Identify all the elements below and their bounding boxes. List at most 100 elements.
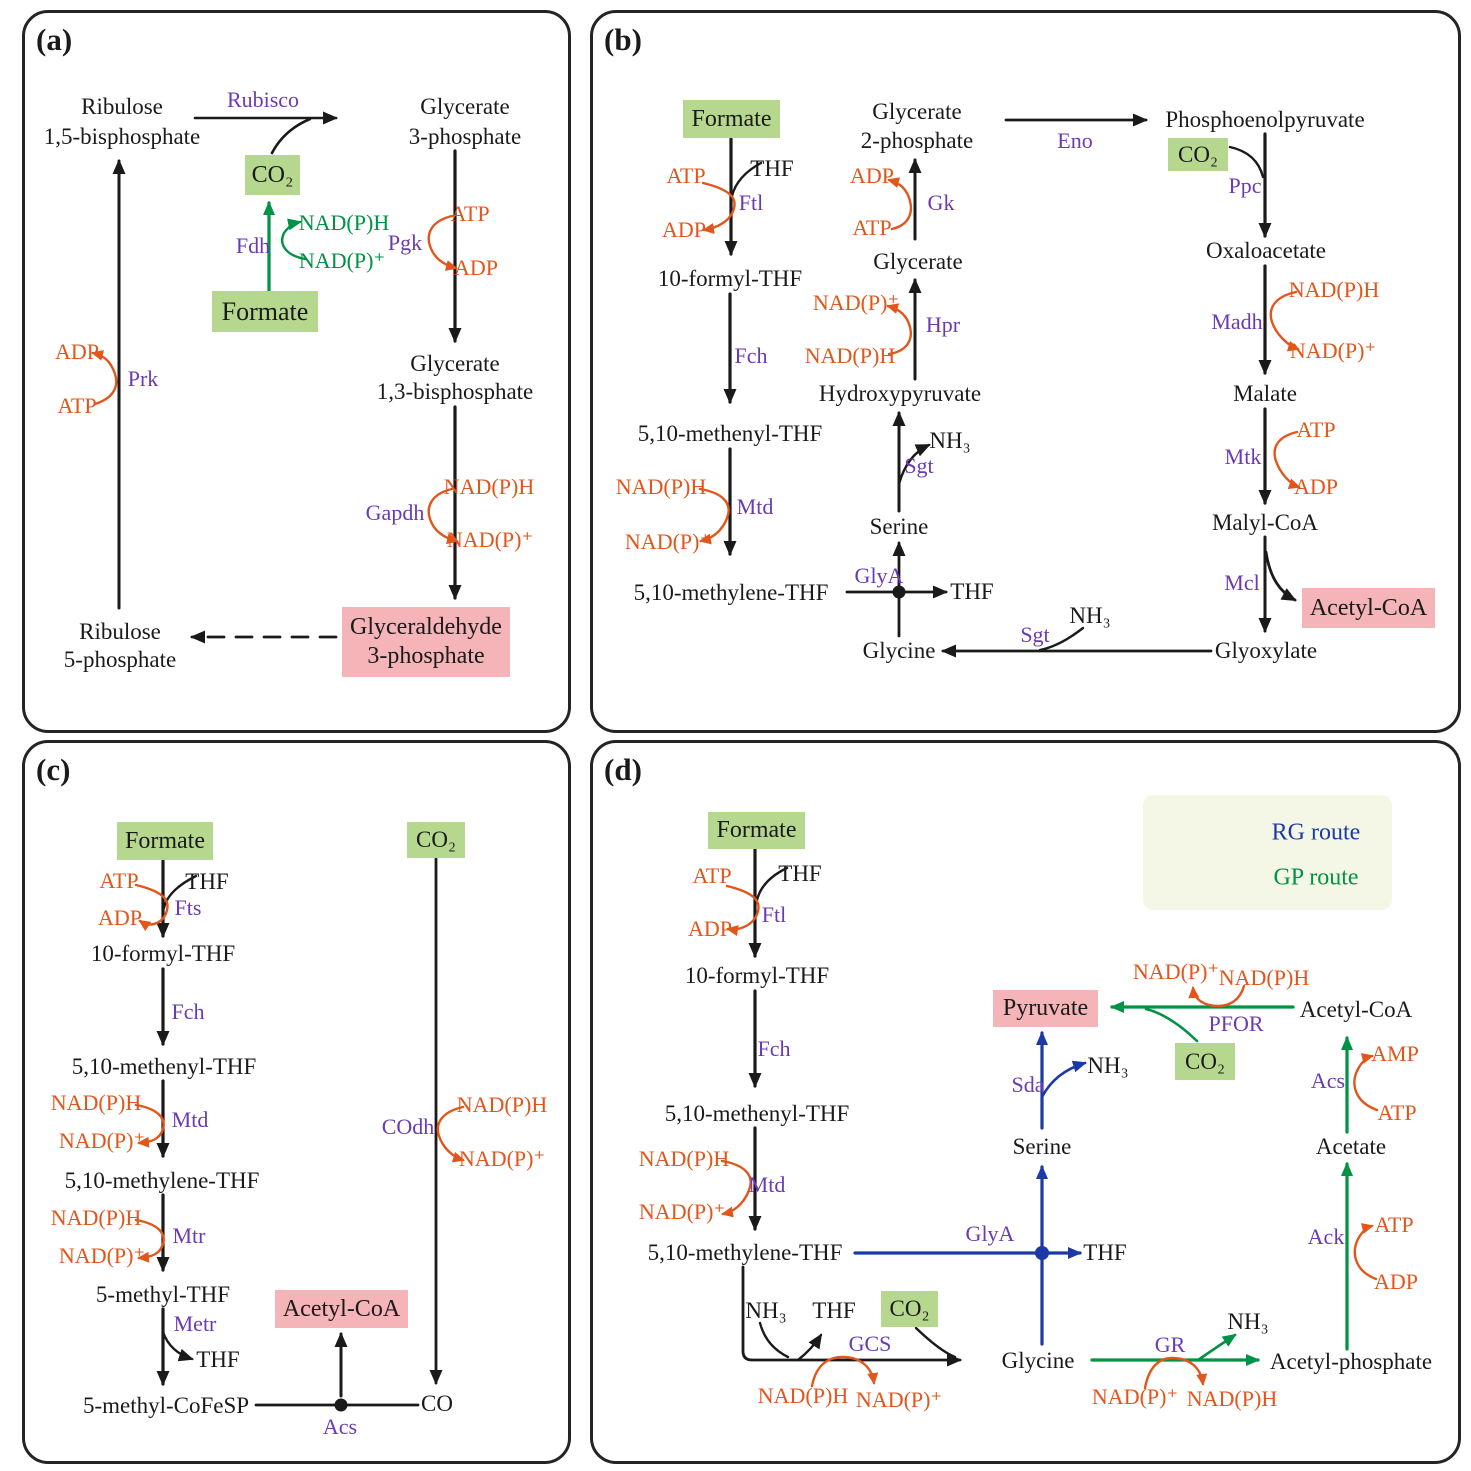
panel-c: [22, 740, 571, 1464]
curve-d-ack-adp: [1353, 1223, 1378, 1281]
c-fts-thf: THF: [185, 869, 229, 894]
b-madh-nadp: NAD(P)⁺: [1289, 338, 1377, 363]
node-c-acs: [334, 1398, 348, 1412]
b-gk-adp: ADP: [849, 163, 895, 188]
legend-rg-label: RG route: [1271, 819, 1361, 846]
b-mtk-atp: ATP: [1296, 417, 1336, 442]
d-glya-thf: THF: [1083, 1240, 1127, 1265]
d-serine: Serine: [1012, 1134, 1072, 1159]
b-methenyl-thf: 5,10-methenyl-THF: [637, 421, 823, 446]
d-gcs-nh3: NH₃: [745, 1298, 787, 1323]
d-gcs-nadp: NAD(P)⁺: [855, 1387, 943, 1412]
b-enzyme-fch: Fch: [734, 343, 768, 368]
legend-box: [1143, 795, 1392, 910]
curve-c-codh-nadph: [436, 1105, 465, 1163]
c-enzyme-metr: Metr: [173, 1311, 217, 1336]
a-gapdh-nadp: NAD(P)⁺: [446, 527, 534, 552]
c-enzyme-acs: Acs: [322, 1414, 358, 1439]
curve-b-gk-atp: [887, 177, 913, 231]
d-gcs-thf: THF: [812, 1298, 856, 1323]
d-acetylphosphate: Acetyl-phosphate: [1269, 1349, 1433, 1374]
b-enzyme-madh: Madh: [1211, 309, 1263, 334]
curve-b-thf-in: [730, 161, 763, 198]
a-enzyme-prk: Prk: [127, 366, 159, 391]
a-co2-box: CO₂: [245, 155, 300, 195]
d-enzyme-sda: Sda: [1011, 1072, 1045, 1097]
b-malate: Malate: [1233, 381, 1297, 406]
c-enzyme-fch: Fch: [171, 999, 205, 1024]
d-ftl-thf: THF: [778, 861, 822, 886]
c-acetylcoa-box: Acetyl-CoA: [275, 1290, 408, 1328]
d-pyruvate-box: Pyruvate: [993, 990, 1098, 1027]
d-methenyl-thf: 5,10-methenyl-THF: [664, 1101, 850, 1126]
a-glycerate-13bp-line2: 1,3-bisphosphate: [376, 379, 534, 404]
c-enzyme-fts: Fts: [174, 895, 202, 920]
b-glycerate-2p-line2: 2-phosphate: [860, 128, 974, 153]
b-enzyme-eno: Eno: [1057, 128, 1093, 153]
d-enzyme-gcs: GCS: [848, 1331, 892, 1356]
b-methylene-thf: 5,10-methylene-THF: [633, 580, 829, 605]
a-g3p-line1: Glyceraldehyde: [350, 614, 502, 641]
d-methylene-thf: 5,10-methylene-THF: [647, 1240, 843, 1265]
c-fts-atp: ATP: [99, 868, 139, 893]
curve-c-mtd-nadph: [134, 1103, 165, 1148]
d-enzyme-ftl: Ftl: [761, 902, 787, 927]
b-10formyl-thf: 10-formyl-THF: [657, 266, 803, 291]
curve-b-hpr-nadph: [886, 303, 912, 356]
c-enzyme-mtd: Mtd: [171, 1107, 209, 1132]
d-enzyme-ack: Ack: [1307, 1224, 1345, 1249]
curve-b-sgt-nh3: [897, 443, 931, 486]
curve-b-mcl-acetylcoa: [1264, 550, 1297, 602]
b-mtd-nadph: NAD(P)H: [615, 474, 707, 499]
c-5methyl-thf: 5-methyl-THF: [95, 1282, 231, 1307]
a-pgk-adp: ADP: [453, 255, 499, 280]
c-methylene-thf: 5,10-methylene-THF: [64, 1168, 260, 1193]
d-acetylcoa: Acetyl-CoA: [1299, 997, 1413, 1022]
b-enzyme-ftl: Ftl: [738, 190, 764, 215]
b-serine: Serine: [869, 514, 929, 539]
b-sgt-nh3-out: NH₃: [929, 428, 971, 453]
b-gk-atp: ATP: [852, 215, 892, 240]
d-pfor-nadph: NAD(P)H: [1218, 965, 1310, 990]
c-codh-nadp: NAD(P)⁺: [458, 1146, 546, 1171]
d-acs-atp: ATP: [1377, 1100, 1417, 1125]
d-formate-box: Formate: [708, 812, 805, 849]
d-enzyme-glya: GlyA: [965, 1221, 1015, 1246]
c-mtd-nadph: NAD(P)H: [50, 1090, 142, 1115]
curve-d-mtd-nadph: [720, 1159, 752, 1218]
a-formate-box: Formate: [212, 291, 318, 332]
d-10formyl-thf: 10-formyl-THF: [684, 963, 830, 988]
d-gcs-nadph: NAD(P)H: [757, 1383, 849, 1408]
d-ack-atp: ATP: [1374, 1212, 1414, 1237]
curve-b-mtk-atp: [1273, 430, 1301, 490]
curve-b-co2-into-ppc: [1228, 145, 1265, 179]
legend-gp-label: GP route: [1273, 864, 1359, 891]
d-acs-amp: AMP: [1371, 1041, 1419, 1066]
curve-c-thf-in: [162, 874, 198, 910]
curve-d-gcs-thf-out: [796, 1333, 823, 1362]
d-enzyme-mtd: Mtd: [748, 1172, 786, 1197]
b-hpr-nadph: NAD(P)H: [804, 343, 896, 368]
d-ack-adp: ADP: [1373, 1269, 1419, 1294]
a-enzyme-pgk: Pgk: [387, 230, 423, 255]
b-oxaloacetate: Oxaloacetate: [1205, 238, 1327, 263]
b-formate-box: Formate: [683, 100, 780, 138]
c-fts-adp: ADP: [97, 905, 143, 930]
d-gr-nadph: NAD(P)H: [1186, 1386, 1278, 1411]
b-hydroxypyruvate: Hydroxypyruvate: [818, 381, 982, 406]
c-co2-box: CO₂: [407, 822, 465, 858]
curve-c-metr-thf: [161, 1330, 194, 1362]
curve-d-ftl-atp: [725, 884, 760, 936]
b-madh-nadph: NAD(P)H: [1288, 277, 1380, 302]
curve-b-ftl-atp: [701, 181, 736, 234]
b-co2-box: CO₂: [1168, 138, 1228, 171]
b-enzyme-sgt-glycine: Sgt: [1020, 622, 1050, 647]
d-ftl-atp: ATP: [692, 863, 732, 888]
curve-d-gcs-nadph: [810, 1355, 879, 1388]
b-glycine: Glycine: [862, 638, 936, 663]
a-prk-atp: ATP: [57, 393, 97, 418]
c-mtr-nadp: NAD(P)⁺: [58, 1243, 146, 1268]
b-enzyme-ppc: Ppc: [1228, 173, 1262, 198]
a-fdh-nadp: NAD(P)⁺: [298, 248, 386, 273]
